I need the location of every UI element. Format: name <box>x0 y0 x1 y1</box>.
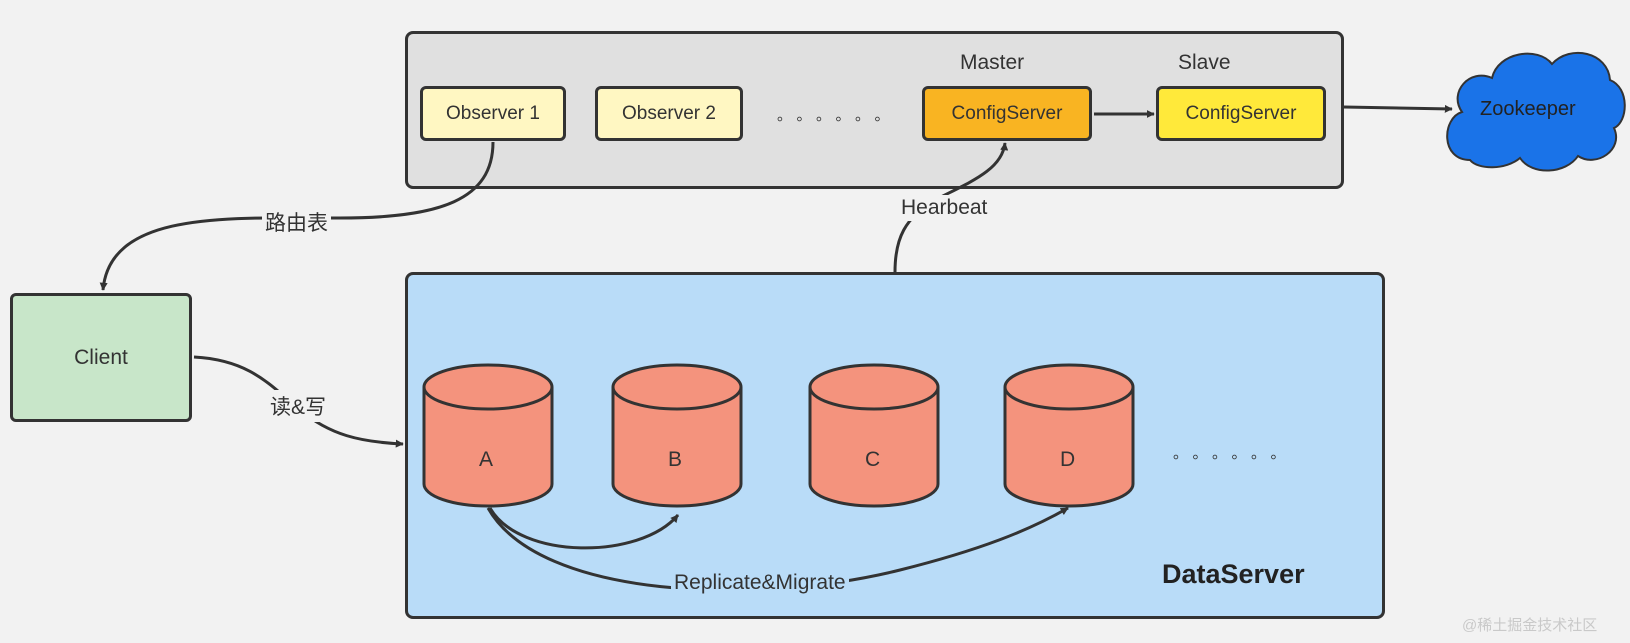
observer-1-label: Observer 1 <box>446 102 540 124</box>
shard-d-label: D <box>1060 448 1076 471</box>
observer-ellipsis: 。。。。。。 <box>777 107 902 124</box>
observer-2-label: Observer 2 <box>622 102 716 124</box>
shard-b-label: B <box>668 448 683 471</box>
read-write-label: 读&写 <box>267 390 330 422</box>
zookeeper-label: Zookeeper <box>1480 98 1576 120</box>
watermark: @稀土掘金技术社区 <box>1462 617 1598 634</box>
master-caption: Master <box>960 51 1025 74</box>
shard-c-label: C <box>865 448 881 471</box>
config-slave-label: ConfigServer <box>1185 102 1297 124</box>
edge-slave-to-zookeeper <box>1343 104 1453 113</box>
observer-2-node: Observer 2 <box>595 86 743 141</box>
config-server-slave-node: ConfigServer <box>1156 86 1326 141</box>
slave-caption: Slave <box>1178 51 1231 74</box>
shard-a-label: A <box>479 448 494 471</box>
routing-table-label: 路由表 <box>262 206 331 238</box>
data-server-title: DataServer <box>1162 559 1305 589</box>
observer-1-node: Observer 1 <box>420 86 566 141</box>
shard-ellipsis: 。。。。。。 <box>1173 445 1298 462</box>
client-node: Client <box>10 293 192 422</box>
replicate-migrate-label: Replicate&Migrate <box>671 570 849 596</box>
heartbeat-label: Hearbeat <box>898 195 991 221</box>
config-server-master-node: ConfigServer <box>922 86 1092 141</box>
config-master-label: ConfigServer <box>951 102 1063 124</box>
client-label: Client <box>74 345 128 369</box>
